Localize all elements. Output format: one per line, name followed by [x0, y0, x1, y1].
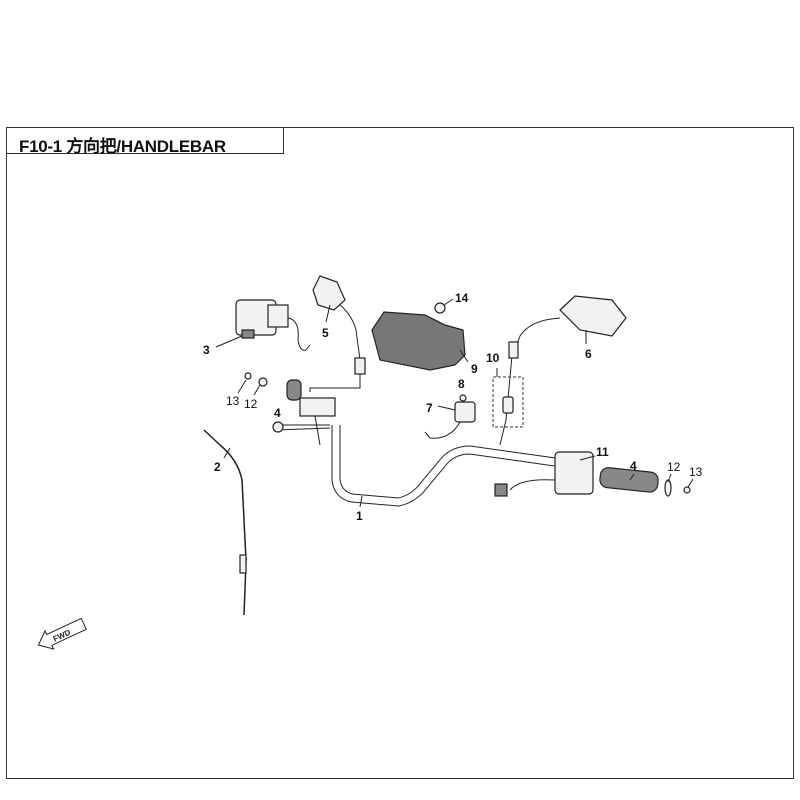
callout-1: 1	[356, 509, 363, 523]
callout-9: 9	[471, 362, 478, 376]
callout-12-right: 12	[667, 460, 681, 474]
master-cylinder-part	[235, 299, 311, 351]
cap-part	[434, 302, 446, 314]
fwd-arrow-icon: FWD	[37, 617, 87, 650]
switch-part	[424, 394, 476, 439]
callout-6: 6	[585, 347, 592, 361]
left-mirror-part	[309, 275, 366, 392]
callout-13-right: 13	[689, 465, 703, 479]
diagram-frame	[6, 127, 794, 779]
callout-4-left: 4	[274, 406, 281, 420]
callout-11: 11	[596, 445, 609, 459]
callout-12-left: 12	[244, 397, 258, 411]
throttle-cable-part	[203, 429, 247, 616]
right-switch-part	[494, 451, 594, 497]
callout-5: 5	[322, 326, 329, 340]
right-mirror-part	[499, 295, 627, 446]
handguard-part	[371, 311, 466, 371]
callout-14: 14	[455, 291, 469, 305]
callout-8: 8	[458, 377, 465, 391]
callout-2: 2	[214, 460, 221, 474]
page-title: F10-1 方向把/HANDLEBAR	[6, 127, 284, 156]
callout-7: 7	[426, 401, 433, 415]
lever-assembly-part	[244, 372, 336, 446]
callout-13-left: 13	[226, 394, 240, 408]
callout-10: 10	[486, 351, 500, 365]
callout-4-right: 4	[630, 459, 637, 473]
callout-3: 3	[203, 343, 210, 357]
switch-detail-box	[492, 376, 524, 428]
fwd-label: FWD	[52, 628, 73, 644]
grip-part	[599, 467, 659, 493]
